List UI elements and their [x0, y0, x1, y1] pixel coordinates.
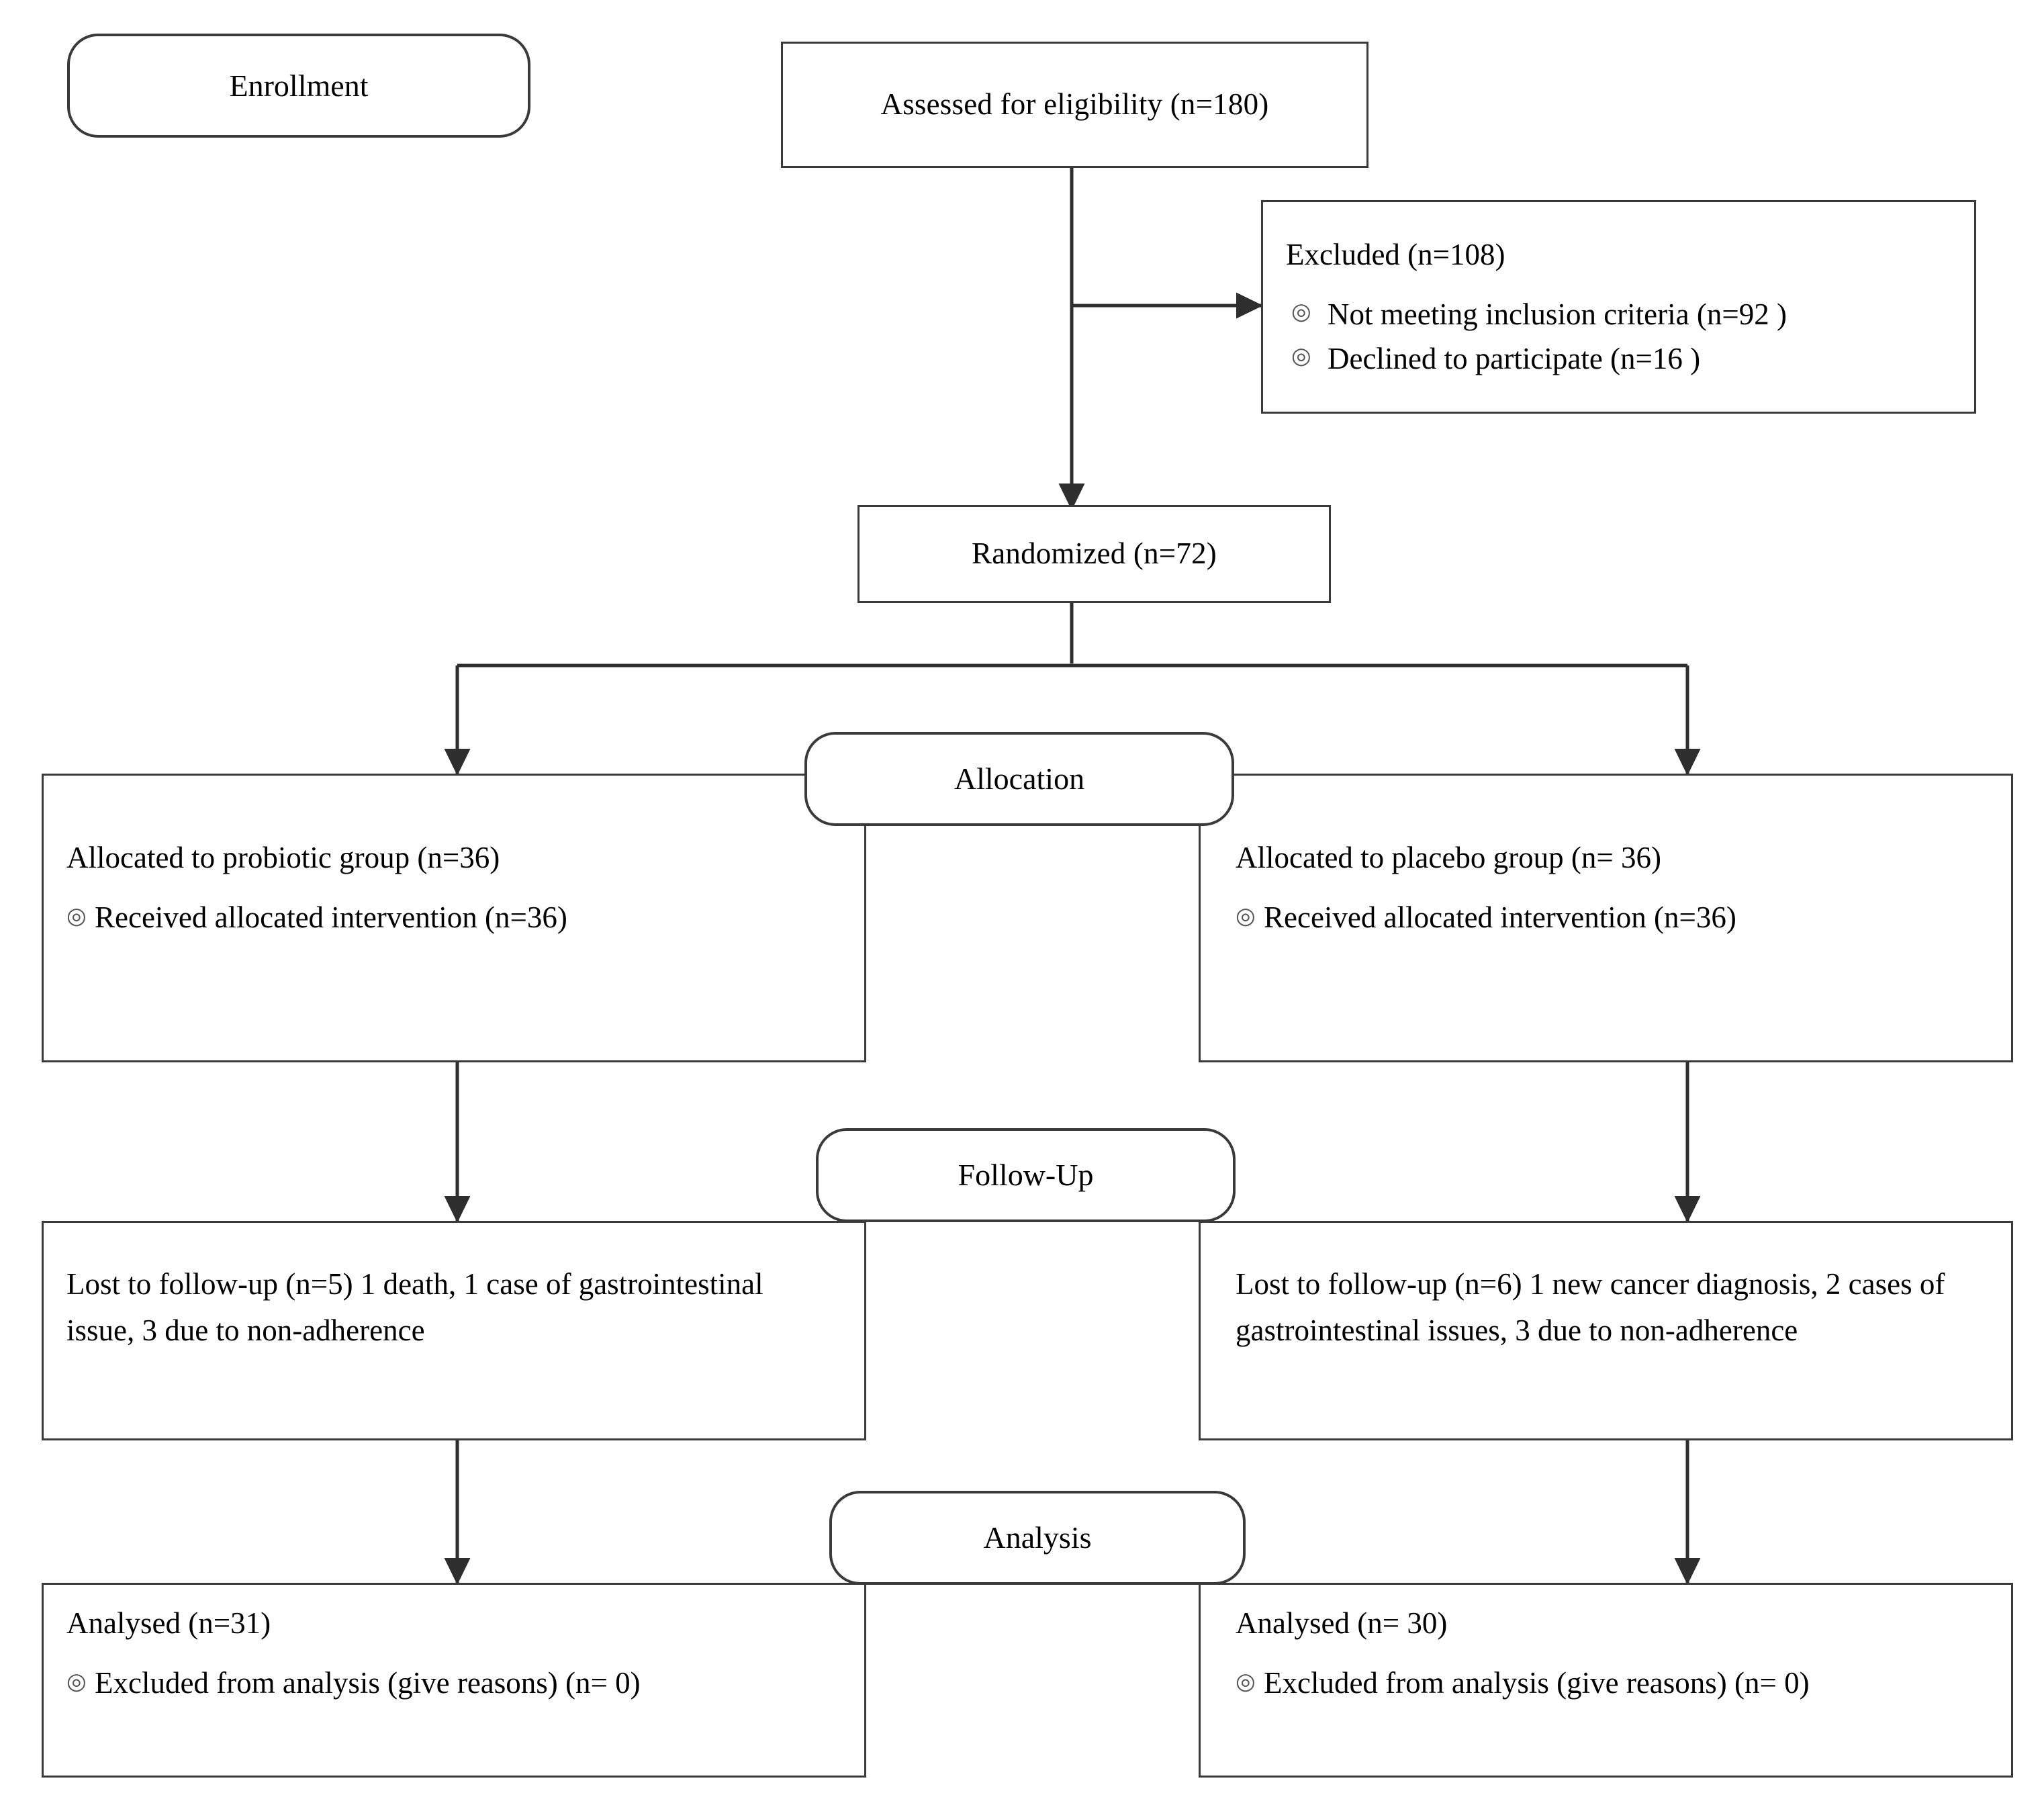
allocation-left-content: Allocated to probiotic group (n=36) ◎ Re…	[44, 836, 864, 1001]
allocation-left-spacer	[66, 880, 844, 896]
analysis-left-list: ◎ Excluded from analysis (give reasons) …	[66, 1661, 844, 1705]
allocation-right-list: ◎ Received allocated intervention (n=36)	[1236, 896, 1991, 939]
analysis-right-item-text: Excluded from analysis (give reasons) (n…	[1264, 1666, 1810, 1700]
analysis-right-list: ◎ Excluded from analysis (give reasons) …	[1236, 1661, 1991, 1705]
analysis-right-spacer	[1236, 1645, 1991, 1661]
box-followup-probiotic: Lost to follow-up (n=5) 1 death, 1 case …	[42, 1221, 866, 1440]
allocation-right-item-text: Received allocated intervention (n=36)	[1264, 901, 1736, 934]
box-analysis-placebo: Analysed (n= 30) ◎ Excluded from analysi…	[1199, 1583, 2013, 1778]
list-item: ◎ Excluded from analysis (give reasons) …	[66, 1661, 844, 1705]
followup-left-content: Lost to follow-up (n=5) 1 death, 1 case …	[44, 1261, 864, 1400]
stage-allocation-text: Allocation	[954, 762, 1085, 796]
bullet-circle-icon: ◎	[66, 1669, 87, 1694]
followup-left-text: Lost to follow-up (n=5) 1 death, 1 case …	[66, 1267, 763, 1347]
bullet-circle-icon: ◎	[1236, 1669, 1256, 1694]
followup-right-content: Lost to follow-up (n=6) 1 new cancer dia…	[1201, 1261, 2011, 1400]
stage-enrollment-text: Enrollment	[229, 68, 369, 103]
excluded-content: Excluded (n=108) ◎ Not meeting inclusion…	[1263, 233, 1974, 381]
bullet-circle-icon: ◎	[1291, 300, 1311, 325]
analysis-right-content: Analysed (n= 30) ◎ Excluded from analysi…	[1201, 1602, 2011, 1759]
allocation-right-content: Allocated to placebo group (n= 36) ◎ Rec…	[1201, 836, 2011, 1001]
bullet-circle-icon: ◎	[1236, 904, 1256, 929]
box-randomized: Randomized (n=72)	[857, 505, 1331, 603]
allocation-right-title: Allocated to placebo group (n= 36)	[1236, 840, 1661, 874]
stage-analysis-text: Analysis	[983, 1520, 1092, 1555]
box-allocation-placebo: Allocated to placebo group (n= 36) ◎ Rec…	[1199, 774, 2013, 1062]
analysis-right-title: Analysed (n= 30)	[1236, 1606, 1448, 1640]
box-allocation-probiotic: Allocated to probiotic group (n=36) ◎ Re…	[42, 774, 866, 1062]
allocation-right-spacer	[1236, 880, 1991, 896]
list-item: ◎ Not meeting inclusion criteria (n=92 )	[1286, 293, 1954, 336]
box-excluded: Excluded (n=108) ◎ Not meeting inclusion…	[1261, 200, 1976, 414]
analysis-left-content: Analysed (n=31) ◎ Excluded from analysis…	[44, 1602, 864, 1759]
stage-followup-text: Follow-Up	[958, 1158, 1094, 1193]
list-item: ◎ Received allocated intervention (n=36)	[66, 896, 844, 939]
excluded-reason-list: ◎ Not meeting inclusion criteria (n=92 )…	[1286, 293, 1954, 381]
stage-label-enrollment: Enrollment	[67, 34, 530, 138]
box-assessed-for-eligibility: Assessed for eligibility (n=180)	[781, 42, 1368, 168]
analysis-left-item-text: Excluded from analysis (give reasons) (n…	[95, 1666, 641, 1700]
stage-label-analysis: Analysis	[829, 1491, 1246, 1585]
box-followup-placebo: Lost to follow-up (n=6) 1 new cancer dia…	[1199, 1221, 2013, 1440]
list-item: ◎ Received allocated intervention (n=36)	[1236, 896, 1991, 939]
allocation-left-list: ◎ Received allocated intervention (n=36)	[66, 896, 844, 939]
list-item: ◎ Declined to participate (n=16 )	[1286, 337, 1954, 381]
analysis-left-spacer	[66, 1645, 844, 1661]
allocation-left-item-text: Received allocated intervention (n=36)	[95, 901, 567, 934]
allocation-left-title: Allocated to probiotic group (n=36)	[66, 840, 500, 874]
followup-right-text: Lost to follow-up (n=6) 1 new cancer dia…	[1236, 1267, 1945, 1347]
analysis-left-title: Analysed (n=31)	[66, 1606, 271, 1640]
randomized-text: Randomized (n=72)	[972, 537, 1217, 571]
stage-label-allocation: Allocation	[804, 732, 1234, 826]
excluded-reason-text: Declined to participate (n=16 )	[1328, 341, 1701, 375]
excluded-spacer	[1286, 277, 1954, 293]
assessed-for-eligibility-text: Assessed for eligibility (n=180)	[880, 87, 1269, 122]
box-analysis-probiotic: Analysed (n=31) ◎ Excluded from analysis…	[42, 1583, 866, 1778]
stage-label-followup: Follow-Up	[816, 1128, 1236, 1222]
list-item: ◎ Excluded from analysis (give reasons) …	[1236, 1661, 1991, 1705]
bullet-circle-icon: ◎	[1291, 343, 1311, 369]
excluded-title: Excluded (n=108)	[1286, 238, 1505, 272]
excluded-reason-text: Not meeting inclusion criteria (n=92 )	[1328, 297, 1787, 332]
bullet-circle-icon: ◎	[66, 904, 87, 929]
